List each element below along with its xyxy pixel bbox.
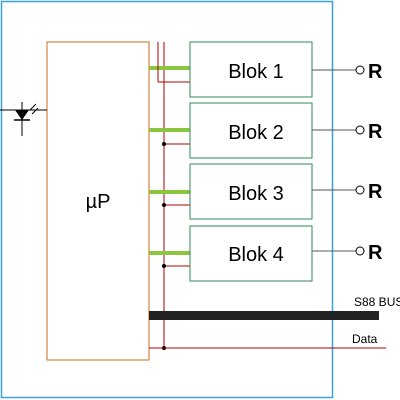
block-2-label: Blok 2 (228, 122, 284, 144)
junction-dot (162, 142, 166, 146)
data-label: Data (352, 332, 378, 346)
s88-bus-line (149, 311, 379, 320)
output-4-label: R (368, 242, 383, 264)
green-links (149, 66, 190, 255)
output-3: R (312, 181, 383, 203)
block-2: Blok 2 (189, 102, 313, 159)
output-4: R (312, 242, 383, 264)
red-branches (157, 42, 190, 267)
green-link-2 (149, 128, 190, 132)
output-2-label: R (368, 121, 383, 143)
block-1-label: Blok 1 (228, 61, 284, 83)
output-3-label: R (368, 181, 383, 203)
output-2: R (312, 121, 383, 143)
s88-bus-label: S88 BUS (354, 295, 400, 309)
block-4-label: Blok 4 (228, 244, 284, 266)
output-1: R (312, 61, 383, 83)
led-icon (0, 102, 47, 136)
module-frame (0, 0, 334, 399)
green-link-1 (149, 66, 190, 70)
output-1-label: R (368, 61, 383, 83)
junction-dots (162, 142, 166, 350)
terminal-circle-icon (355, 125, 365, 135)
terminal-circle-icon (355, 65, 365, 75)
terminal-circle-icon (355, 246, 365, 256)
processor-label: µP (86, 191, 111, 213)
block-3: Blok 3 (189, 163, 313, 220)
processor-box (46, 41, 150, 361)
block-3-label: Blok 3 (228, 183, 284, 205)
terminal-circle-icon (355, 185, 365, 195)
junction-dot (162, 203, 166, 207)
block-4: Blok 4 (189, 225, 313, 282)
green-link-3 (149, 190, 190, 194)
green-link-4 (149, 251, 190, 255)
junction-dot (162, 264, 166, 268)
block-1: Blok 1 (189, 41, 313, 98)
